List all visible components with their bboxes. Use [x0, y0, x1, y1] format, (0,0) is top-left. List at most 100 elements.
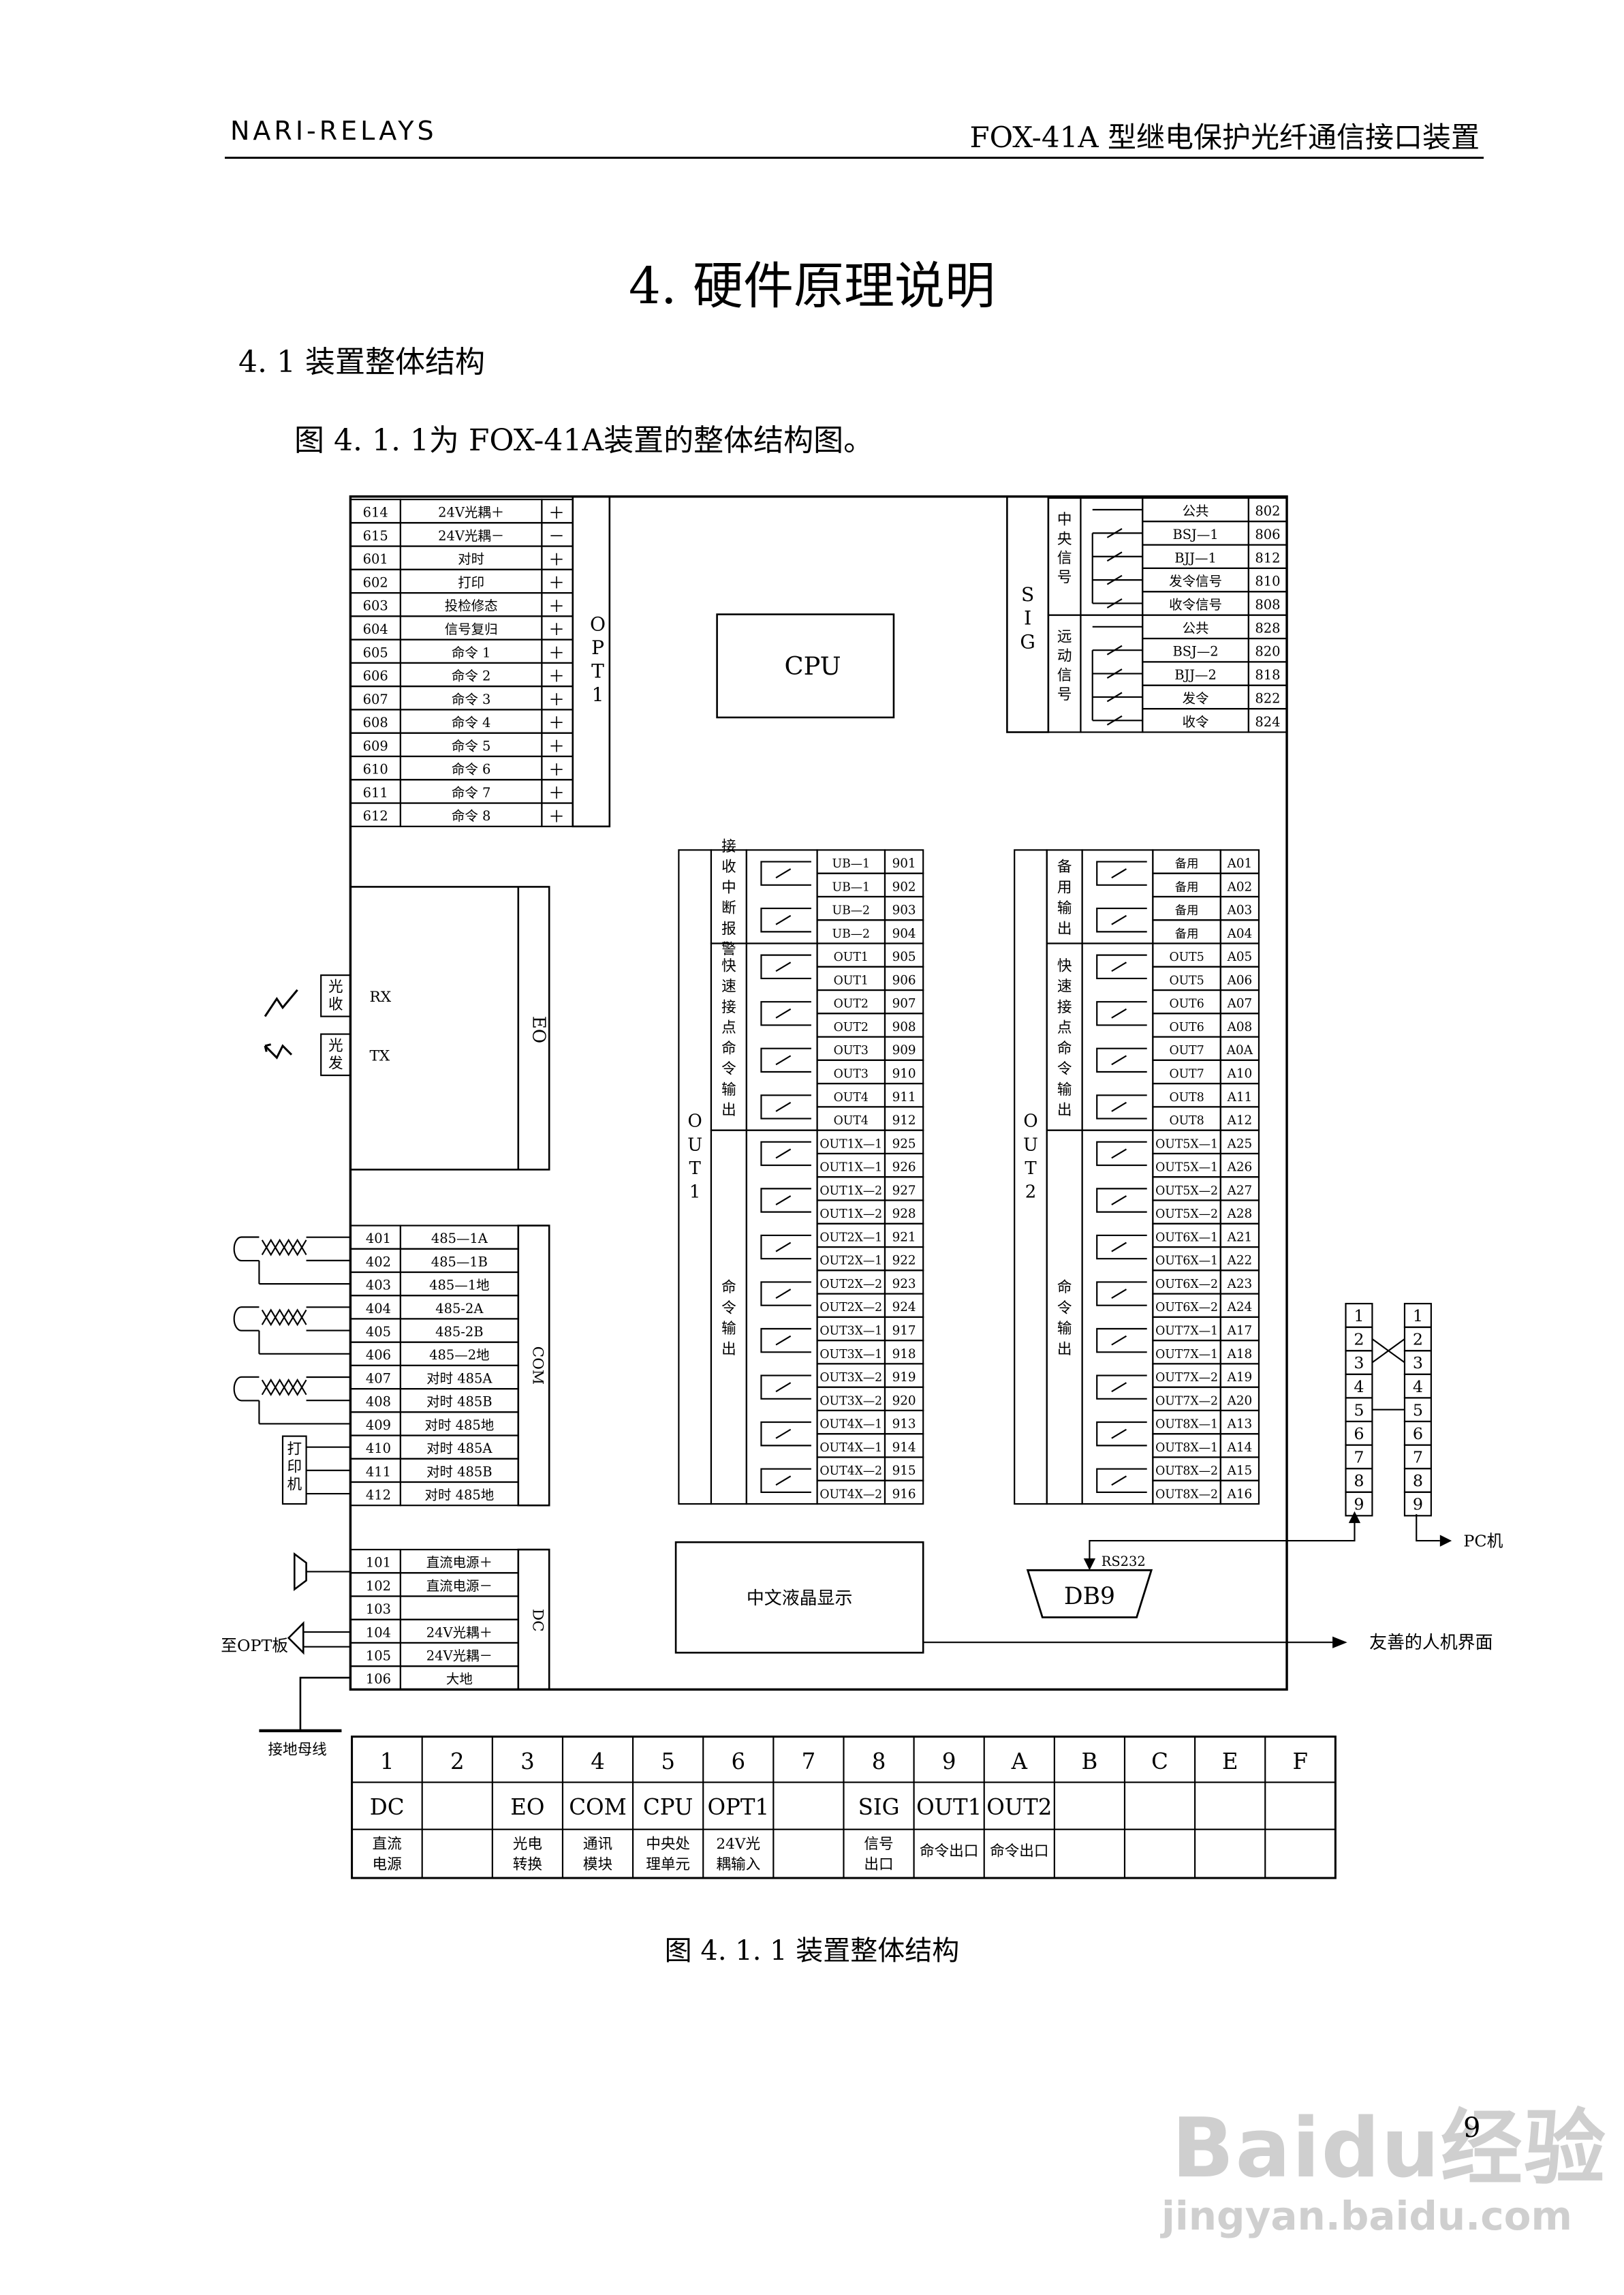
out1-terminal-number: 917 — [892, 1323, 916, 1338]
opt-terminal-name: 打印 — [458, 574, 484, 590]
slot-module-name: 24V光 — [716, 1836, 760, 1853]
com-terminal-name: 对时 485A — [426, 1441, 493, 1456]
out2-group-label: 出 — [1057, 1341, 1072, 1358]
relay-contact-icon — [775, 1475, 792, 1486]
out1-label: T — [689, 1158, 702, 1179]
eo-label: EO — [528, 1016, 548, 1043]
out1-group-label: 输 — [721, 1081, 736, 1098]
slot-number: 2 — [450, 1749, 465, 1774]
out1-terminal-number: 925 — [892, 1137, 916, 1151]
db9-pin-label: 1 — [1413, 1306, 1423, 1325]
out2-terminal-name: OUT6 — [1169, 1021, 1204, 1034]
out2-terminal-name: OUT8X—2 — [1155, 1488, 1218, 1501]
sig-group-label: 信 — [1057, 667, 1072, 684]
out2-group-label: 输 — [1057, 1321, 1072, 1338]
out1-label: 1 — [689, 1182, 700, 1202]
relay-contact-icon — [775, 1101, 792, 1112]
twisted-pair-icon — [261, 1378, 307, 1396]
relay-contact-icon — [760, 1234, 811, 1260]
out1-terminal-number: 919 — [892, 1370, 916, 1385]
opt-terminal-polarity: ＋ — [548, 760, 565, 780]
slot-number: 5 — [661, 1749, 675, 1774]
out1-terminal-number: 924 — [892, 1300, 916, 1314]
out1-group-label: 点 — [721, 1019, 736, 1036]
dc-module: DC 至OPT板 接地母线 — [221, 1548, 550, 1758]
slot-number: 9 — [942, 1749, 956, 1774]
out2-terminal-name: OUT6X—2 — [1155, 1301, 1218, 1314]
relay-contact-icon — [1096, 1327, 1147, 1353]
sig-terminal-number: 828 — [1255, 620, 1280, 636]
opt-terminal-polarity: ＋ — [548, 574, 565, 593]
dc-plug-icon — [293, 1552, 307, 1592]
slot-module-code: EO — [510, 1794, 544, 1820]
sig-terminal-name: 发令信号 — [1169, 574, 1222, 589]
printer-label: 机 — [287, 1476, 302, 1493]
db9-pin-label: 7 — [1413, 1448, 1423, 1467]
out1-terminal-name: OUT4X—2 — [819, 1464, 882, 1478]
slot-module-name: 命令出口 — [920, 1843, 978, 1860]
slot-number: 3 — [520, 1749, 535, 1774]
out2-terminal-number: A24 — [1227, 1300, 1253, 1314]
slot-module-name: 理单元 — [646, 1856, 690, 1873]
sig-group-label: 中 — [1057, 512, 1072, 529]
out2-group-label: 命 — [1057, 1040, 1072, 1057]
out2-group-label: 速 — [1057, 979, 1072, 996]
opt-terminal-polarity: ＋ — [548, 737, 565, 756]
com-terminal-name: 485—1A — [431, 1231, 488, 1246]
out2-terminal-number: A27 — [1227, 1184, 1253, 1198]
out2-terminal-name: OUT8X—1 — [1155, 1441, 1218, 1455]
slot-module-name: 中央处 — [646, 1836, 690, 1853]
sig-terminal-number — [1247, 708, 1288, 733]
hmi-arrow-icon — [1332, 1636, 1347, 1648]
relay-contact-icon — [1111, 1008, 1127, 1019]
out1-group-label: 接 — [721, 838, 736, 855]
out2-terminal-number: A02 — [1227, 880, 1253, 894]
com-terminal-name: 对时 485地 — [425, 1488, 495, 1503]
relay-contact-icon — [775, 1382, 792, 1393]
sig-terminal-name: BSJ—2 — [1172, 644, 1218, 660]
out1-terminal-number: 909 — [892, 1043, 916, 1058]
out2-group-label — [1046, 1129, 1083, 1505]
out1-group-label — [710, 1129, 747, 1505]
relay-contact-icon — [1111, 1289, 1127, 1299]
com-label: COM — [529, 1346, 546, 1385]
opt1-label: T — [591, 660, 604, 683]
out1-terminal-number: 904 — [892, 927, 916, 941]
out2-terminal-name: OUT6X—1 — [1155, 1254, 1218, 1268]
relay-contact-icon — [760, 1141, 811, 1167]
sig-group-label: 央 — [1057, 531, 1072, 548]
out1-contact-area — [745, 849, 818, 944]
relay-contact-icon — [1096, 1094, 1147, 1120]
out1-terminal-name: OUT3X—1 — [819, 1324, 882, 1338]
slot-number: B — [1082, 1749, 1098, 1774]
out1-terminal-name: OUT4 — [834, 1114, 869, 1128]
out2-terminal-number: A08 — [1227, 1020, 1253, 1034]
sig-terminal-number: 810 — [1255, 574, 1280, 589]
out2-group-label: 输 — [1057, 900, 1072, 917]
sig-terminal-name: 公共 — [1183, 504, 1209, 519]
relay-contact-icon — [775, 868, 792, 879]
rs485-cable-icons — [233, 1236, 351, 1495]
header-product: FOX-41A 型继电保护光纤通信接口装置 — [969, 121, 1480, 154]
out2-terminal-number: A17 — [1227, 1323, 1253, 1338]
out2-terminal-number: A23 — [1227, 1277, 1253, 1291]
sig-terminal-name: BSJ—1 — [1172, 527, 1218, 542]
com-terminal-name: 对时 485B — [426, 1464, 492, 1479]
db9-pin — [1403, 1491, 1432, 1517]
opt-terminal-polarity: ＋ — [548, 504, 565, 523]
dc-terminal-number: 106 — [366, 1672, 391, 1687]
com-terminal-number: 402 — [366, 1254, 391, 1269]
out1-terminal-name: OUT4X—1 — [819, 1441, 882, 1455]
out2-terminal-number: A15 — [1227, 1464, 1253, 1478]
slot-module-name: 转换 — [513, 1856, 542, 1873]
out2-terminal-name: OUT8 — [1169, 1114, 1204, 1128]
slot-module-code: DC — [370, 1794, 405, 1820]
dc-terminal-number: 105 — [366, 1648, 391, 1664]
relay-contact-icon — [1111, 961, 1127, 972]
out2-terminal-name: OUT8X—1 — [1155, 1418, 1218, 1432]
slot-module-code: OPT1 — [707, 1794, 769, 1820]
dc-terminal-number: 103 — [366, 1601, 391, 1617]
